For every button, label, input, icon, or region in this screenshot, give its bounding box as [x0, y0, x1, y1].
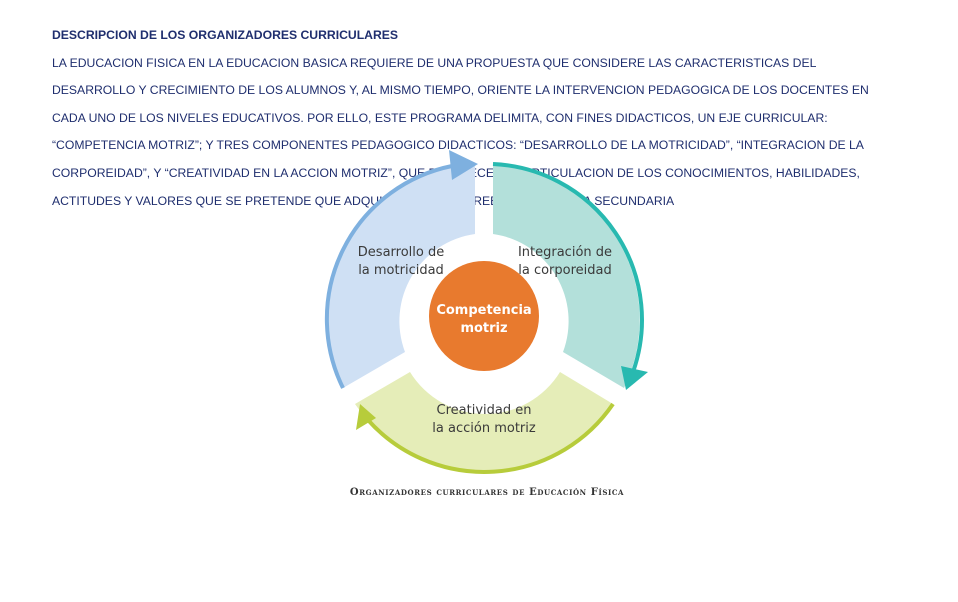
- segment-integracion-corporeidad: [493, 164, 640, 388]
- segment-label-integracion-line2: la corporeidad: [518, 263, 612, 278]
- body-line: DESARROLLO Y CRECIMIENTO DE LOS ALUMNOS …: [52, 83, 869, 98]
- segment-integracion-border: [492, 162, 644, 373]
- section-heading: DESCRIPCION DE LOS ORGANIZADORES CURRICU…: [52, 28, 399, 42]
- diagram-caption: Organizadores curriculares de Educación …: [349, 487, 625, 498]
- segment-label-integracion-line1: Integración de: [518, 245, 612, 260]
- center-label-line1: Competencia: [436, 303, 531, 318]
- segment-label-desarrollo-line2: la motricidad: [358, 263, 444, 278]
- body-line: CADA UNO DE LOS NIVELES EDUCATIVOS. POR …: [52, 110, 828, 125]
- segment-label-desarrollo-line1: Desarrollo de: [358, 245, 444, 260]
- arrow-head-teal: [621, 366, 648, 390]
- center-label-line2: motriz: [460, 321, 507, 336]
- segment-desarrollo-border: [324, 164, 453, 389]
- body-line: LA EDUCACION FISICA EN LA EDUCACION BASI…: [52, 55, 817, 70]
- segment-label-creatividad-line2: la acción motriz: [432, 421, 536, 436]
- body-line: “COMPETENCIA MOTRIZ”; Y TRES COMPONENTES…: [52, 138, 864, 153]
- segment-creatividad-border: [366, 402, 615, 474]
- center-competencia-circle: [429, 261, 539, 371]
- arrow-head-blue: [449, 150, 478, 180]
- segment-creatividad-accion: [355, 372, 613, 473]
- segment-label-creatividad-line1: Creatividad en: [437, 403, 532, 418]
- arrow-head-green: [356, 404, 376, 430]
